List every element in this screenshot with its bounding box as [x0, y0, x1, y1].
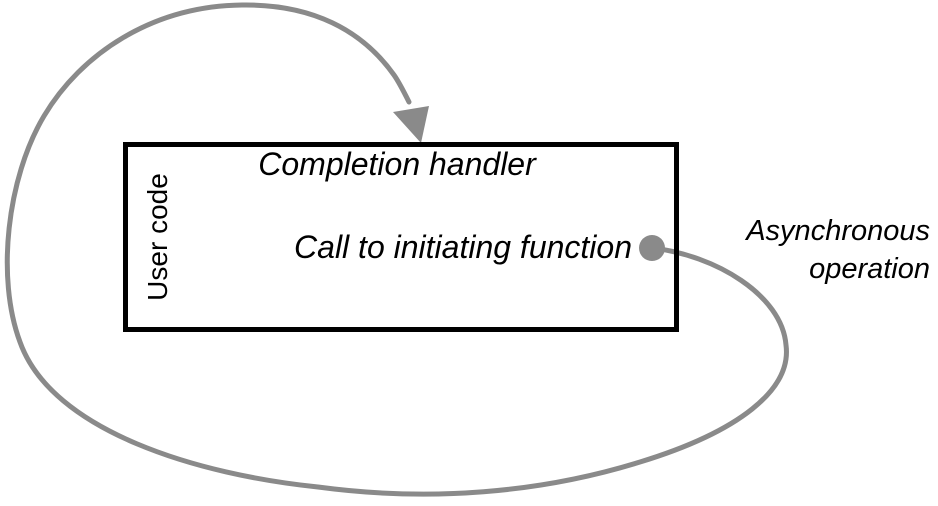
asynchronous-operation-line2: operation	[809, 253, 930, 285]
initiating-function-label: Call to initiating function	[294, 229, 632, 265]
initiating-call-dot	[639, 235, 665, 261]
async-loop-curve	[4, 2, 789, 497]
asynchronous-operation-line1: Asynchronous	[746, 215, 930, 247]
completion-handler-label: Completion handler	[258, 146, 536, 182]
user-code-label: User code	[142, 173, 173, 301]
arrow-head-icon	[393, 106, 429, 143]
asynchronous-operation-label: Asynchronous operation	[746, 212, 930, 288]
user-code-box	[123, 142, 679, 332]
